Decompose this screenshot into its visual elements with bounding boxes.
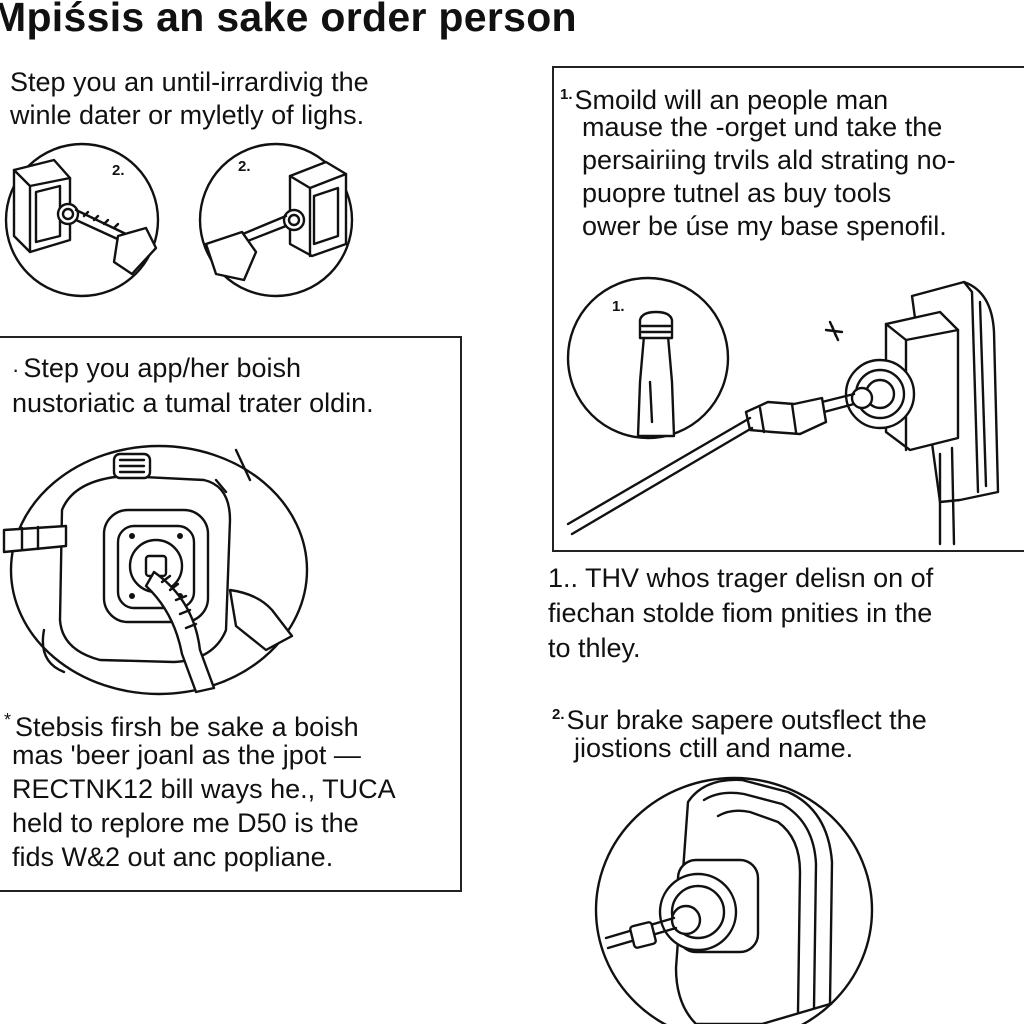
bottom-left-line-2: mas 'beer joanl as the jpot — xyxy=(12,740,361,770)
right-step1-line-1: 1.. THV whos trager delisn on of xyxy=(548,563,934,593)
right-step1-line-2: fiechan stolde fiom pnities in the xyxy=(548,598,933,628)
top-left-line-1: Step you an until-irrardivig the xyxy=(10,67,369,97)
right-step1-line-3: to thley. xyxy=(548,633,641,663)
step-marker: 2. xyxy=(552,706,565,723)
right-step2-line-1: 2.Sur brake sapere outsflect the xyxy=(552,698,927,737)
bullet-marker: · xyxy=(12,357,20,382)
right-top-line-1: 1.Smoild will an people man xyxy=(560,78,888,117)
hose-and-spark-plug-illustration xyxy=(566,276,1000,546)
top-left-line-2: winle dater or myletly of lighs. xyxy=(10,100,365,130)
bottom-left-line-1: *Stebsis firsh be sake a boish xyxy=(4,704,359,744)
right-top-line-5: ower be úse my base spenofil. xyxy=(582,211,947,241)
right-step2-line-1-text: Sur brake sapere outsflect the xyxy=(566,705,927,735)
brake-connector-closeup-illustration xyxy=(594,776,874,1024)
right-top-line-2: mause the -orget und take the xyxy=(582,112,943,142)
step-marker: 1. xyxy=(560,86,573,103)
right-top-line-1-text: Smoild will an people man xyxy=(574,85,889,115)
mid-left-step-box xyxy=(0,336,462,892)
pump-assembly-illustration xyxy=(2,444,309,696)
bottom-left-line-4: held to replore me D50 is the xyxy=(12,808,359,838)
mid-left-line-1-text: Step you app/her boish xyxy=(23,353,302,383)
bottom-left-line-5: fids W&2 out anc popliane. xyxy=(12,842,334,872)
circle-label-1: 2. xyxy=(112,162,125,179)
mid-left-line-1: ·Step you app/her boish xyxy=(12,352,301,386)
page-title: Mpiśsis an sake order person xyxy=(0,0,577,40)
bottom-left-line-3: RECTNK12 bill ways he., TUCA xyxy=(12,774,396,804)
bottom-left-line-1-text: Stebsis firsh be sake a boish xyxy=(15,712,359,742)
right-top-line-3: persairiing trvils ald strating no- xyxy=(582,145,956,175)
connector-detail-illustration-right xyxy=(198,142,354,298)
circle-label-2: 2. xyxy=(238,158,251,175)
right-top-step-box xyxy=(552,66,1024,552)
mid-left-line-2: nustoriatic a tumal trater oldin. xyxy=(12,388,374,418)
circle-label-3: 1. xyxy=(612,298,625,315)
right-step2-line-2: jiostions ctill and name. xyxy=(574,733,854,763)
connector-detail-illustration-left xyxy=(4,142,160,298)
bullet-marker: * xyxy=(4,710,12,730)
right-top-line-4: puopre tutnel as buy tools xyxy=(582,178,892,208)
